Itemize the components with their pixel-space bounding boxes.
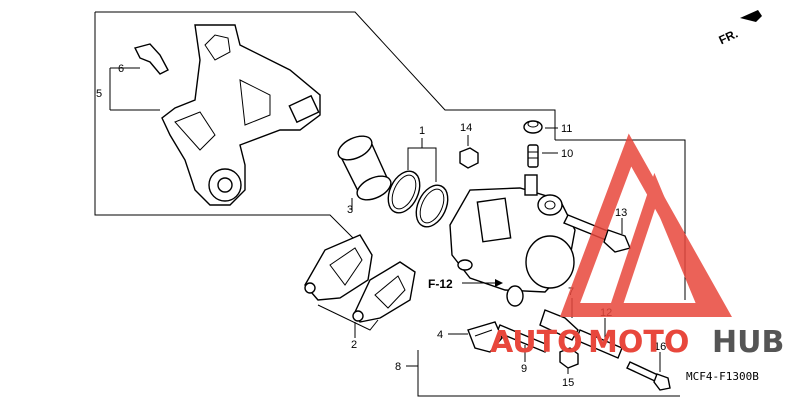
caliper-pin-bolt [563, 214, 631, 253]
fr-label: FR. [717, 26, 740, 47]
label-5: 5 [96, 88, 102, 100]
pad-spring-clip [133, 43, 169, 75]
label-10: 10 [561, 148, 573, 160]
group-outline-left [94, 12, 356, 241]
leader-2-bracket [317, 304, 379, 331]
plug-nut [459, 147, 479, 169]
pad-spring [467, 321, 503, 353]
label-8: 8 [395, 361, 401, 373]
label-11: 11 [561, 123, 572, 135]
label-9: 9 [521, 363, 527, 375]
watermark-logo [559, 133, 732, 317]
watermark-triangle-inner [606, 172, 714, 316]
label-1: 1 [419, 125, 425, 137]
bleeder-cap [523, 120, 543, 134]
label-6: 6 [118, 63, 124, 75]
watermark-auto: AUTO [490, 325, 583, 360]
watermark-moto: MOTO [588, 325, 689, 360]
caliper-bracket [161, 24, 321, 206]
group-outline-top [95, 11, 556, 140]
caliper-body [449, 174, 576, 293]
label-14: 14 [460, 122, 472, 134]
brake-pads [304, 234, 416, 323]
label-4: 4 [437, 329, 443, 341]
label-15: 15 [562, 377, 574, 389]
reference-f12: F-12 [428, 277, 453, 291]
slide-pin [575, 329, 623, 359]
group-outline-bottom [417, 350, 680, 397]
label-16: 16 [654, 341, 666, 353]
label-13: 13 [615, 207, 627, 219]
piston-seals [387, 170, 449, 228]
bracket-bolt [626, 361, 671, 391]
bleeder-valve [527, 144, 539, 168]
figure-code: MCF4-F1300B [686, 370, 759, 383]
pad-pin-plug [559, 347, 579, 369]
caliper-piston [337, 135, 392, 201]
label-2: 2 [351, 339, 357, 351]
front-direction-arrow: FR. [717, 10, 762, 47]
watermark-hub: HUB [712, 325, 784, 360]
label-3: 3 [347, 204, 353, 216]
